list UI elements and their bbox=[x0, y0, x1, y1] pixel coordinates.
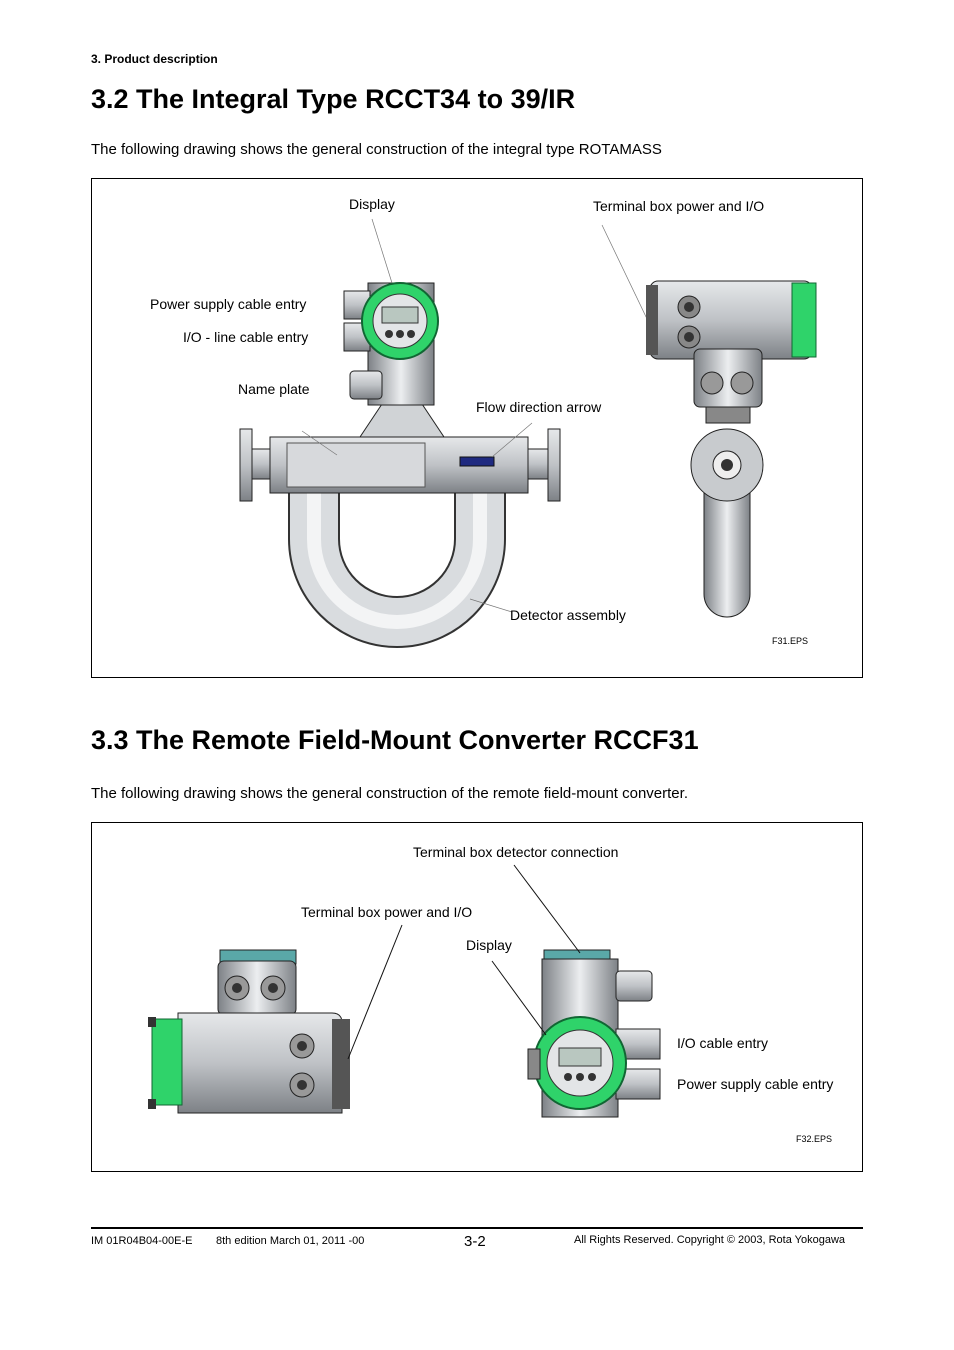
label-detector-assembly: Detector assembly bbox=[510, 607, 626, 623]
flange-left bbox=[239, 428, 253, 502]
label-display: Display bbox=[349, 196, 395, 212]
label-terminal-box-2: Terminal box power and I/O bbox=[301, 904, 473, 920]
name-plate bbox=[286, 442, 426, 488]
figure-remote-converter: Terminal box detector connection Termina… bbox=[91, 822, 863, 1172]
running-head: 3. Product description bbox=[91, 52, 218, 66]
footer-copyright: All Rights Reserved. Copyright © 2003, R… bbox=[574, 1234, 846, 1246]
label-flow-arrow: Flow direction arrow bbox=[476, 399, 602, 415]
footer-edition: 8th edition March 01, 2011 -00 bbox=[216, 1235, 365, 1247]
label-io-line-entry: I/O - line cable entry bbox=[183, 329, 309, 345]
section-3-3-title: 3.3 The Remote Field-Mount Converter RCC… bbox=[91, 725, 699, 755]
footer-rule bbox=[91, 1227, 863, 1229]
flow-arrow-plate bbox=[459, 456, 495, 467]
label-power-supply-entry: Power supply cable entry bbox=[150, 296, 307, 312]
flange-right bbox=[547, 428, 561, 502]
section-3-3-intro: The following drawing shows the general … bbox=[91, 785, 688, 802]
label-name-plate: Name plate bbox=[238, 381, 310, 397]
u-tube bbox=[288, 484, 506, 648]
figure-id-f31: F31.EPS bbox=[772, 636, 809, 646]
label-io-entry: I/O cable entry bbox=[677, 1035, 769, 1051]
side-view bbox=[646, 280, 817, 618]
right-view bbox=[527, 949, 661, 1118]
footer-doc-id: IM 01R04B04-00E-E bbox=[91, 1235, 193, 1247]
label-terminal-detector: Terminal box detector connection bbox=[413, 844, 619, 860]
figure-integral-type: Display Terminal box power and I/O Power… bbox=[91, 178, 863, 678]
label-power-entry: Power supply cable entry bbox=[677, 1076, 834, 1092]
section-3-2-intro: The following drawing shows the general … bbox=[91, 141, 662, 158]
display-1 bbox=[361, 282, 439, 360]
label-display-2: Display bbox=[466, 937, 512, 953]
integral-type-drawing bbox=[239, 218, 817, 648]
left-view bbox=[148, 949, 350, 1114]
footer-page-number: 3-2 bbox=[464, 1233, 486, 1250]
housing-neck bbox=[359, 400, 445, 438]
section-3-2-title: 3.2 The Integral Type RCCT34 to 39/IR bbox=[91, 84, 576, 114]
figure-id-f32: F32.EPS bbox=[796, 1134, 833, 1144]
remote-converter-drawing bbox=[148, 864, 661, 1118]
label-terminal-box: Terminal box power and I/O bbox=[593, 198, 765, 214]
